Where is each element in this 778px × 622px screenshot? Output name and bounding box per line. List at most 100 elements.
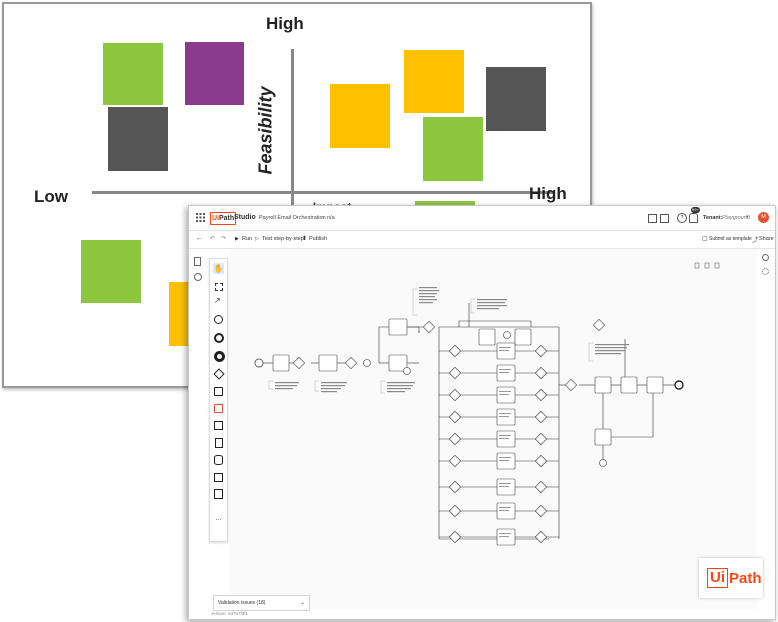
watermark-path: Path <box>729 570 762 587</box>
chevron-down-icon: ⌄ <box>300 600 306 606</box>
gateway[interactable] <box>448 388 462 402</box>
intermediate-event[interactable] <box>363 359 371 367</box>
command-bar: ← ↶ ↷ ▶ Run ▷ Test step-by-step ⬆ Publis… <box>189 231 775 249</box>
info-icon[interactable] <box>194 273 202 281</box>
task-validate-data[interactable] <box>388 354 408 372</box>
settings-icon[interactable] <box>762 268 769 275</box>
publish-button[interactable]: Publish <box>309 236 328 242</box>
task-icon[interactable] <box>214 387 223 396</box>
intermediate-event[interactable] <box>403 367 411 375</box>
sticky-note-grey <box>486 67 546 131</box>
gateway[interactable] <box>534 410 548 424</box>
gateway[interactable] <box>422 320 436 334</box>
end-event-icon[interactable] <box>214 351 225 362</box>
task-update-records[interactable] <box>620 376 638 394</box>
chat-icon[interactable] <box>648 214 657 223</box>
gateway[interactable] <box>534 388 548 402</box>
test-step-button[interactable]: Test step-by-step <box>262 236 304 242</box>
help-icon[interactable]: ? <box>677 213 687 223</box>
subprocess-icon[interactable] <box>214 404 223 413</box>
process-canvas[interactable] <box>229 249 757 609</box>
gateway[interactable] <box>448 504 462 518</box>
undo-icon[interactable]: ↶ <box>210 236 216 242</box>
intermediate-event[interactable] <box>503 331 511 339</box>
breadcrumb-project[interactable]: Payroll Email Orchestration <box>259 215 326 221</box>
run-icon[interactable]: ▶ <box>235 236 239 242</box>
hand-tool-icon[interactable]: ✋ <box>213 263 224 274</box>
publish-icon[interactable]: ⬆ <box>302 236 308 242</box>
template-icon[interactable]: ▢ <box>702 236 708 242</box>
group-icon[interactable] <box>214 473 223 482</box>
data-object-icon[interactable] <box>215 438 223 448</box>
sticky-note-yellow <box>404 50 464 113</box>
uipath-logo[interactable]: UiPath <box>210 212 237 225</box>
gateway[interactable] <box>534 530 548 544</box>
gateway[interactable] <box>292 356 306 370</box>
task-escalate[interactable] <box>594 428 612 446</box>
y-axis-high-label: High <box>266 14 304 33</box>
x-axis-low-label: Low <box>34 187 68 206</box>
gateway[interactable] <box>448 410 462 424</box>
gateway[interactable] <box>448 530 462 544</box>
chevron-down-icon[interactable]: ▾ <box>746 214 749 220</box>
task-notify-hr[interactable] <box>646 376 664 394</box>
gateway[interactable] <box>534 454 548 468</box>
redo-icon[interactable]: ↷ <box>221 236 227 242</box>
logo-path: Path <box>219 215 235 222</box>
gateway[interactable] <box>564 378 578 392</box>
gateway[interactable] <box>448 454 462 468</box>
breadcrumb-item[interactable]: n/a <box>327 215 335 221</box>
share-button[interactable]: Share <box>759 236 774 242</box>
start-event-icon[interactable] <box>214 315 223 324</box>
document-icon[interactable] <box>194 257 201 266</box>
sticky-note-green <box>103 43 163 105</box>
gateway[interactable] <box>344 356 358 370</box>
intermediate-event[interactable] <box>599 459 607 467</box>
watermark-ui: Ui <box>707 568 728 588</box>
end-event[interactable] <box>674 380 684 390</box>
gateway-icon[interactable] <box>213 368 225 380</box>
layout-icon[interactable] <box>660 214 669 223</box>
gateway[interactable] <box>534 366 548 380</box>
submit-template-button[interactable]: Submit as template <box>709 236 752 242</box>
intermediate-event-icon[interactable] <box>214 333 224 343</box>
pool-icon[interactable] <box>214 489 223 499</box>
data-store-icon[interactable] <box>214 421 223 430</box>
gateway[interactable] <box>534 480 548 494</box>
export-icon[interactable] <box>694 262 700 269</box>
more-icon[interactable]: … <box>215 515 222 522</box>
database-icon[interactable] <box>214 455 223 465</box>
avatar[interactable]: M <box>758 212 769 223</box>
task-classify-email[interactable] <box>318 354 338 372</box>
gateway[interactable] <box>534 432 548 446</box>
lasso-tool-icon[interactable] <box>215 283 223 291</box>
task-send-response[interactable] <box>594 376 612 394</box>
gateway[interactable] <box>592 318 606 332</box>
validation-issues-dropdown[interactable]: Validation issues (18) ⌄ <box>213 595 310 611</box>
task-extract-data[interactable] <box>388 318 408 336</box>
x-axis-high-label: High <box>529 184 567 203</box>
gateway[interactable] <box>534 344 548 358</box>
download-icon[interactable] <box>704 262 710 269</box>
gateway[interactable] <box>448 344 462 358</box>
gateway[interactable] <box>448 480 462 494</box>
tenant-selector[interactable]: Playground <box>722 215 750 221</box>
debug-icon[interactable]: ▷ <box>255 236 259 242</box>
connect-tool-icon[interactable]: ↗ <box>214 296 221 305</box>
gateway[interactable] <box>448 366 462 380</box>
apps-grid-icon[interactable] <box>196 213 205 222</box>
task-employee-lookup[interactable] <box>478 328 496 346</box>
start-event[interactable] <box>254 358 264 368</box>
search-icon[interactable] <box>762 254 769 261</box>
print-icon[interactable] <box>714 262 720 269</box>
task-approval[interactable] <box>514 328 532 346</box>
back-arrow-icon[interactable]: ← <box>196 235 203 242</box>
breadcrumb-separator: > <box>321 215 325 221</box>
gateway[interactable] <box>448 432 462 446</box>
gateway[interactable] <box>534 504 548 518</box>
app-name: Studio <box>234 214 256 221</box>
task-receive-email[interactable] <box>272 354 290 372</box>
notifications-bell-icon[interactable] <box>689 213 698 223</box>
run-button[interactable]: Run <box>242 236 253 242</box>
share-icon[interactable]: ⤴ <box>752 238 759 244</box>
